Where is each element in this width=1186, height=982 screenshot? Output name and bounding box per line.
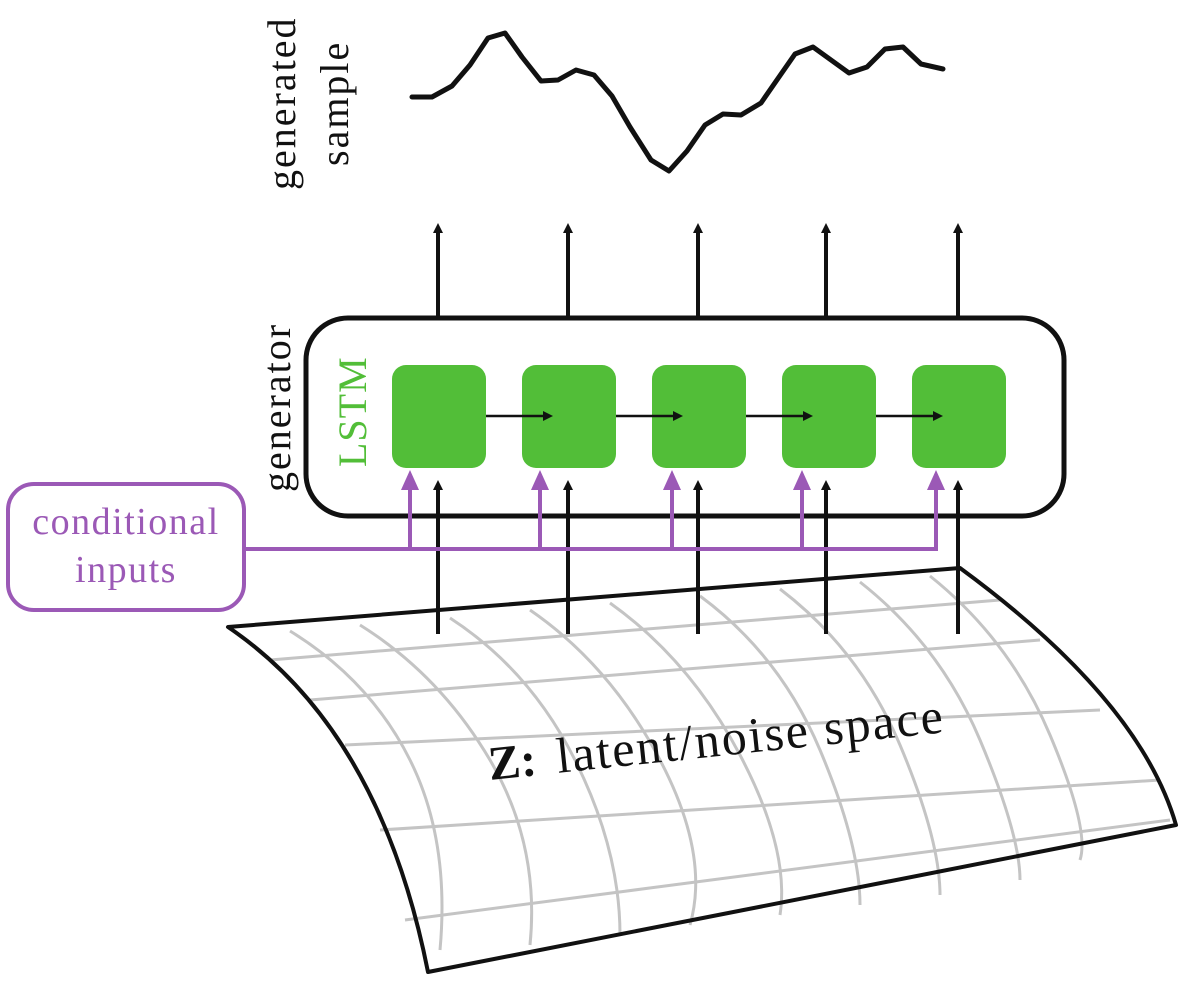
lstm-cell	[912, 365, 1006, 468]
generated-label-line1: generated	[259, 17, 304, 190]
generated-sample-waveform	[409, 30, 946, 174]
lstm-label: LSTM	[330, 356, 375, 467]
latent-space-label-bold: Z:	[486, 733, 539, 791]
conditional-inputs: conditional inputs	[6, 470, 945, 612]
grid-line	[449, 616, 622, 936]
lstm-cell	[522, 365, 616, 468]
grid-line	[309, 638, 1041, 702]
conditional-arrowhead	[663, 470, 681, 490]
conditional-arrowhead	[927, 470, 945, 490]
generator-outline	[303, 315, 1067, 519]
conditional-arrowhead	[401, 470, 419, 490]
noise-to-lstm-arrows	[433, 480, 963, 634]
conditional-label-line2: inputs	[75, 549, 177, 591]
grid-line	[859, 580, 1022, 881]
conditional-arrowhead	[793, 470, 811, 490]
output-arrows	[433, 223, 963, 318]
surface-grid	[269, 574, 1171, 951]
grid-line	[379, 778, 1161, 832]
generated-label-line2: sample	[312, 41, 357, 166]
lstm-cells	[392, 365, 1006, 468]
latent-noise-surface: Z: latent/noise space	[226, 566, 1178, 974]
conditional-arrowhead	[531, 470, 549, 490]
grid-line	[344, 708, 1101, 747]
grid-line	[269, 598, 1001, 662]
surface-outline	[226, 566, 1178, 974]
lstm-cell	[392, 365, 486, 468]
grid-line	[529, 608, 698, 926]
generator-box	[303, 315, 1067, 519]
conditional-label-line1: conditional	[32, 501, 219, 543]
grid-line	[289, 629, 444, 951]
lstm-cell	[652, 365, 746, 468]
latent-space-label-text: latent/noise space	[553, 687, 947, 783]
generator-label: generator	[254, 323, 299, 492]
latent-space-label: Z: latent/noise space	[485, 687, 947, 791]
grid-line	[359, 623, 534, 946]
grid-line	[404, 818, 1171, 922]
grid-line	[779, 587, 942, 896]
lstm-cell	[782, 365, 876, 468]
